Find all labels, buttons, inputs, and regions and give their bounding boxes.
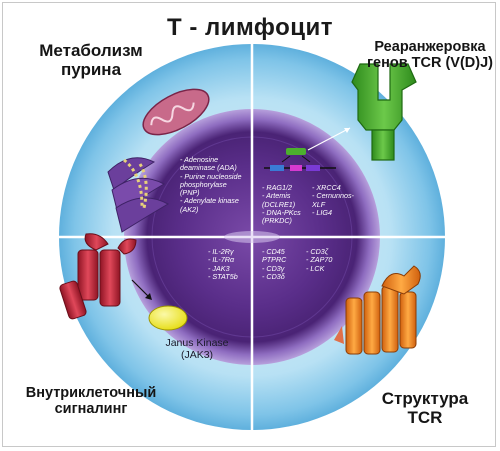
cytokine-receptor-icon (59, 233, 152, 320)
purine-gene-list: - Adenosine deaminase (ADA) - Purine nuc… (180, 155, 242, 214)
gene-item: - Adenosine (180, 155, 219, 164)
gene-item: - STAT5b (208, 271, 238, 281)
gene-item: - Cernunnos- (312, 191, 354, 201)
tcr-gene-list-right: - CD3ζ - ZAP70 - LCK (306, 247, 333, 273)
label-intracellular-signaling: Внутриклеточный сигналинг (16, 385, 166, 418)
gene-item: (DCLRE1) (262, 199, 296, 209)
jak3-kinase-icon (148, 305, 188, 331)
vdj-gene-list-right: - XRCC4 - Cernunnos- XLF - LIG4 (312, 183, 354, 217)
label-line: пурина (60, 59, 122, 79)
gene-item: - CD3ζ (306, 247, 329, 256)
gene-item: - CD45 (262, 247, 285, 256)
gene-item: XLF (312, 199, 326, 209)
label-line: сигналинг (54, 400, 128, 417)
gene-item: - RAG1/2 (262, 183, 292, 192)
signaling-gene-list: - IL-2Rγ - IL-7Rα - JAK3 - STAT5b (208, 247, 238, 281)
gene-item: - JAK3 (208, 263, 230, 273)
gene-item: phosphorylase (180, 179, 227, 189)
golgi-apparatus-icon (107, 157, 170, 233)
dna-rearrangement-icon (264, 127, 351, 171)
gene-item: - Purine nucleoside (180, 171, 242, 181)
tcr-gene-list-left: - CD45 PTPRC - CD3γ - CD3δ (262, 247, 287, 281)
label-line: (JAK3) (180, 349, 214, 362)
label-line: генов TCR (V(D)J) (366, 54, 493, 71)
gene-item: - IL-7Rα (208, 255, 235, 265)
label-line: Внутриклеточный (25, 385, 157, 401)
tcr-vdj-receptor-icon (351, 63, 417, 161)
label-tcr-structure: Структура TCR (370, 389, 480, 427)
gene-item: - DNA-PKcs (262, 207, 301, 217)
label-line: Структура (381, 389, 469, 408)
jak3-label: Janus Kinase (JAK3) (152, 337, 242, 361)
gene-item: PTPRC (262, 255, 287, 265)
label-line: TCR (407, 407, 443, 427)
label-purine-metabolism: Метаболизм пурина (26, 41, 156, 79)
label-line: Метаболизм (39, 41, 143, 60)
gene-item: - CD3γ (262, 263, 285, 273)
gene-item: (AK2) (180, 204, 199, 214)
vdj-gene-list-left: - RAG1/2 - Artemis (DCLRE1) - DNA-PKcs (… (262, 183, 301, 226)
gene-item: (PNP) (180, 188, 200, 198)
gene-item: - CD3δ (262, 271, 285, 281)
gene-item: - LIG4 (312, 207, 332, 217)
gene-item: deaminase (ADA) (180, 163, 237, 173)
gene-item: (PRKDC) (262, 216, 292, 226)
center-highlight (224, 231, 280, 243)
gene-item: - LCK (306, 263, 325, 273)
gene-item: - Adenylate kinase (180, 196, 239, 206)
tcr-complex-icon (334, 265, 421, 355)
label-line: Janus Kinase (165, 337, 229, 349)
label-line: Реаранжеровка (374, 39, 486, 55)
gene-item: - IL-2Rγ (208, 247, 234, 256)
label-tcr-rearrangement: Реаранжеровка генов TCR (V(D)J) (360, 39, 500, 72)
mitochondrion-icon (142, 88, 210, 136)
gene-item: - Artemis (262, 191, 291, 201)
gene-item: - XRCC4 (312, 183, 341, 192)
gene-item: - ZAP70 (306, 255, 333, 265)
diagram-title: T - лимфоцит (166, 14, 334, 41)
